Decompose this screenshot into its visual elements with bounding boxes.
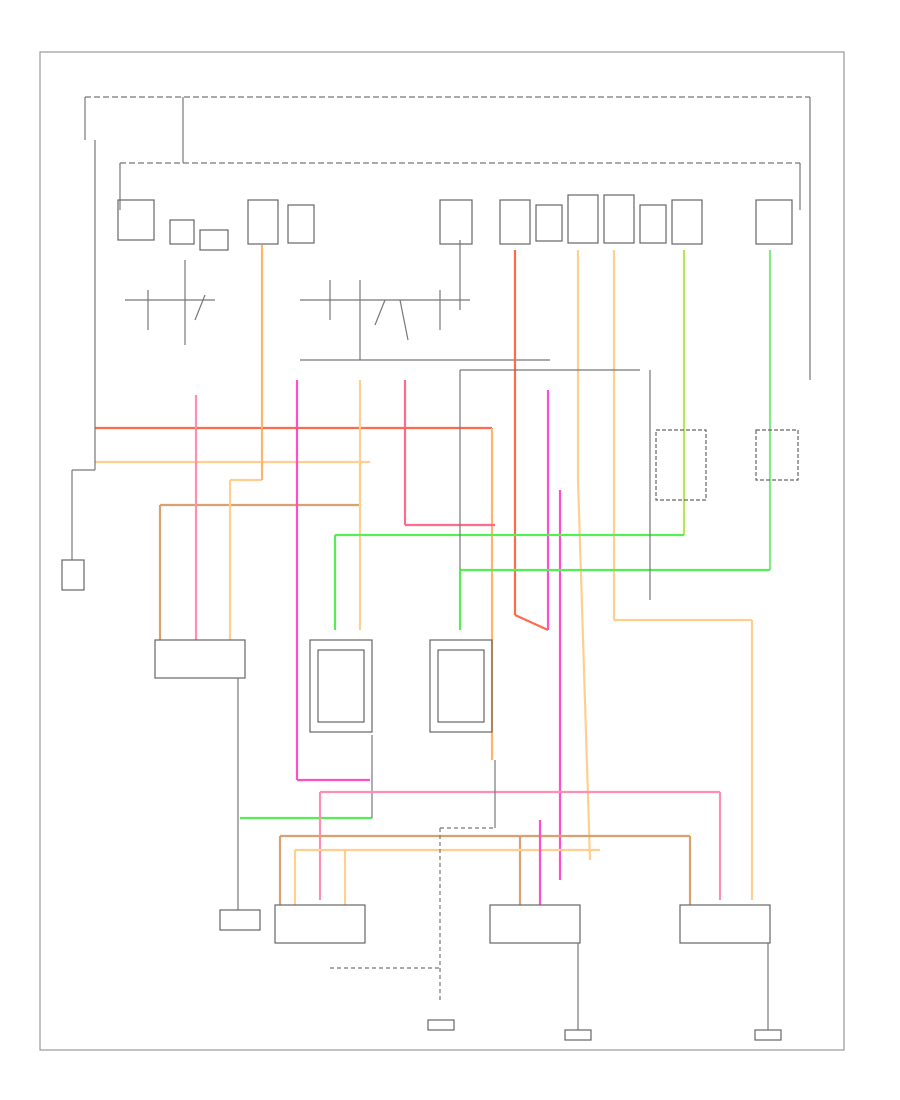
center-motor-left [309,639,373,733]
top-power-bus [84,96,811,380]
switch-gang-center [300,240,550,361]
bottom-motors [274,904,782,1041]
harness-wires [95,245,772,900]
relay-blocks-right [655,429,799,501]
switch-gang-left [125,260,215,345]
diagram-border [39,51,845,1051]
left-seat-switch [154,639,261,931]
lower-harness [240,735,722,1000]
top-connectors [117,194,793,251]
center-motor-right [429,639,493,733]
left-feed [61,140,96,591]
